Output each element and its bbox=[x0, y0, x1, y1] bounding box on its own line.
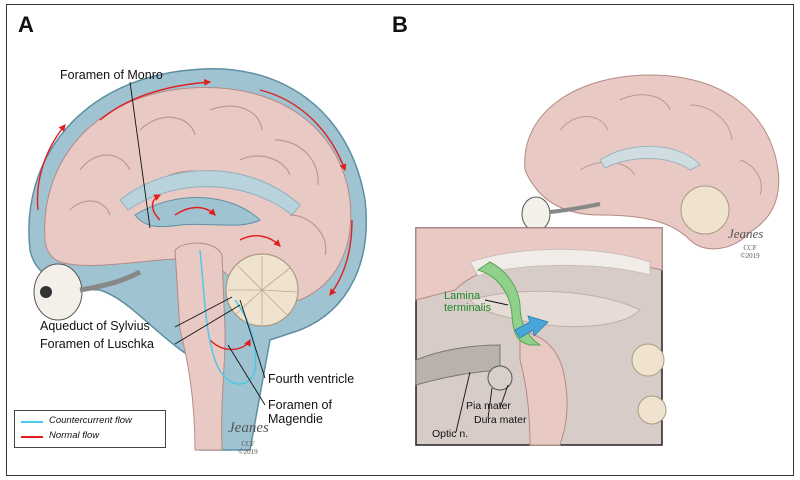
artist-signature-b: Jeanes bbox=[728, 226, 764, 241]
legend-item-countercurrent: Countercurrent flow bbox=[21, 415, 161, 427]
brain-cortex-a bbox=[44, 86, 352, 302]
label-aqueduct-sylvius: Aqueduct of Sylvius bbox=[40, 319, 150, 333]
panel-a-illustration bbox=[28, 68, 367, 451]
panel-label-a: A bbox=[18, 12, 34, 37]
label-lamina-terminalis-2: terminalis bbox=[444, 302, 492, 314]
leader-lines-a bbox=[129, 81, 266, 406]
label-foramen-monro: Foramen of Monro bbox=[60, 68, 163, 82]
ventricle-small-b bbox=[599, 145, 701, 171]
corpus-callosum-a bbox=[119, 170, 301, 216]
flow-legend: Countercurrent flow Normal flow bbox=[14, 410, 166, 448]
lamina-terminalis bbox=[476, 261, 542, 346]
brainstem-a bbox=[174, 242, 226, 451]
legend-label-countercurrent: Countercurrent flow bbox=[49, 415, 132, 426]
label-foramen-luschka: Foramen of Luschka bbox=[40, 337, 154, 351]
label-optic-nerve: Optic n. bbox=[432, 428, 469, 440]
legend-item-normal: Normal flow bbox=[21, 430, 161, 442]
cerebellum-small-b bbox=[680, 185, 730, 235]
copyright-a-line2: ©2019 bbox=[238, 448, 258, 456]
eye-b bbox=[521, 196, 551, 232]
label-pia-mater: Pia mater bbox=[466, 400, 511, 412]
cerebellum-folia-a bbox=[228, 256, 298, 325]
countercurrent-flow bbox=[199, 249, 257, 385]
label-foramen-magendie-2: Magendie bbox=[268, 412, 323, 426]
artist-signature-a: Jeanes bbox=[228, 420, 269, 436]
label-fourth-ventricle: Fourth ventricle bbox=[268, 372, 355, 386]
panel-label-b: B bbox=[392, 12, 408, 37]
copyright-b-line1: CCF bbox=[743, 244, 757, 252]
legend-swatch-countercurrent bbox=[21, 421, 43, 423]
normal-flow-arrows bbox=[36, 78, 353, 351]
label-foramen-magendie-1: Foramen of bbox=[268, 398, 332, 412]
legend-swatch-normal bbox=[21, 436, 43, 438]
copyright-b: CCF ©2019 bbox=[738, 244, 762, 260]
copyright-a: CCF ©2019 bbox=[236, 440, 260, 456]
label-dura-mater: Dura mater bbox=[474, 414, 527, 426]
leader-lines-b bbox=[455, 299, 509, 433]
label-lamina-terminalis-1: Lamina bbox=[444, 290, 481, 302]
panel-b-illustration bbox=[415, 74, 780, 446]
legend-label-normal: Normal flow bbox=[49, 430, 100, 441]
brain-small-b bbox=[524, 74, 780, 250]
lateral-ventricle-a bbox=[134, 197, 261, 228]
flow-arrow-blue bbox=[514, 315, 549, 339]
gyri-a bbox=[69, 105, 327, 256]
gyri-b bbox=[559, 94, 762, 196]
copyright-b-line2: ©2019 bbox=[740, 252, 760, 260]
copyright-a-line1: CCF bbox=[241, 440, 255, 448]
inset-contents bbox=[415, 227, 667, 446]
